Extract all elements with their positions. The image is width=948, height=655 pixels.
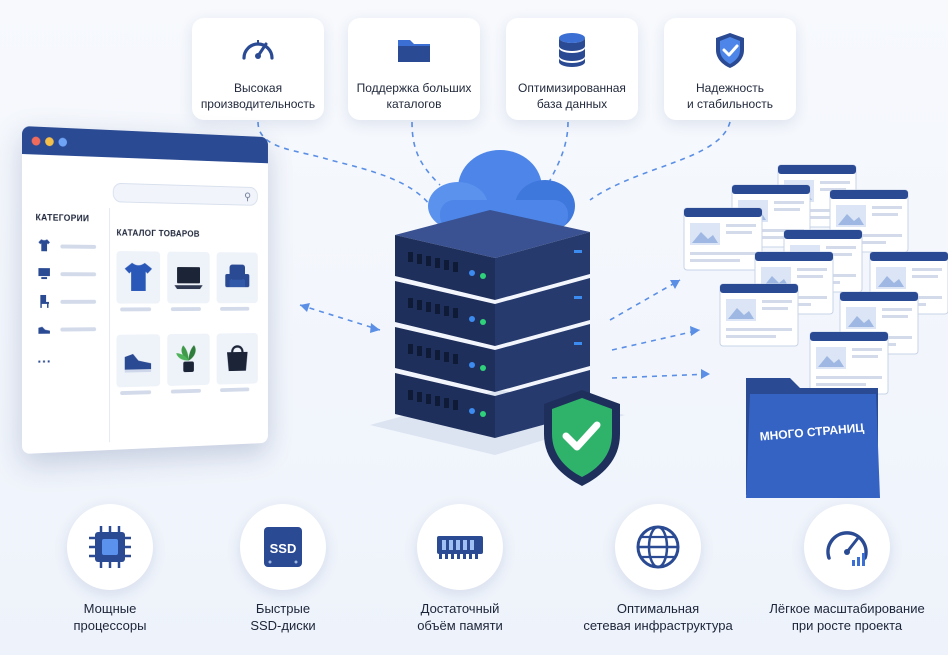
product-card-plant[interactable] [167,333,210,386]
ssd-icon: SSD [264,527,302,567]
window-maximize-dot [58,137,68,147]
feature-label: Поддержка больших каталогов [356,81,472,111]
categories-title: КАТЕГОРИИ [35,212,90,224]
globe-icon [636,525,680,569]
product-card-laptop[interactable] [167,251,210,304]
sneaker-icon [38,326,50,334]
store-window: ⚲ КАТЕГОРИИ ... КАТАЛОГ ТОВАРОВ [22,126,268,454]
tshirt-icon [38,239,50,252]
spec-scaling: Лёгкое масштабирование при росте проекта [762,504,932,634]
pages-folder-icon [746,378,880,498]
feature-card-catalogs: Поддержка больших каталогов [348,18,480,120]
shield-check-icon [716,33,744,68]
handbag-icon [227,341,248,372]
category-item-chair[interactable] [37,294,103,310]
scaling-gauge-icon [826,531,868,566]
spec-label: Мощные процессоры [73,601,147,633]
spec-label: Лёгкое масштабирование при росте проекта [769,601,925,633]
search-input[interactable]: ⚲ [112,182,258,206]
spec-label: Оптимальная сетевая инфраструктура [583,601,733,633]
category-item-sneaker[interactable] [37,321,103,338]
search-icon: ⚲ [244,191,252,203]
page-stack-illustration [683,164,948,498]
database-icon [559,33,585,67]
cpu-icon [89,526,131,568]
svg-text:SSD: SSD [270,541,297,556]
ram-icon [437,536,483,559]
plant-icon [176,345,196,373]
category-item-monitor[interactable] [37,266,103,282]
tshirt-icon [124,262,153,291]
monitor-icon [38,268,50,280]
more-dots-icon: ... [37,349,52,366]
spec-ssd: SSD Быстрые SSD-диски [198,504,368,634]
window-close-dot [31,136,41,146]
product-card-sneaker[interactable] [116,334,161,388]
catalog-title: КАТАЛОГ ТОВАРОВ [116,227,200,239]
feature-label: Надежность и стабильность [687,81,773,111]
category-item-tshirt[interactable] [37,238,103,255]
feature-label: Высокая производительность [200,81,316,111]
server-illustration [370,150,625,486]
spec-label: Достаточный объём памяти [417,601,503,633]
product-card-handbag[interactable] [216,332,258,385]
product-card-tshirt[interactable] [116,251,161,304]
category-item-more[interactable]: ... [37,349,103,366]
armchair-icon [225,264,250,288]
feature-card-performance: Высокая производительность [192,18,324,120]
laptop-icon [174,267,203,290]
sneaker-icon [124,353,152,373]
feature-label: Оптимизированная база данных [518,81,626,111]
feature-card-reliability: Надежность и стабильность [664,18,796,120]
feature-card-database: Оптимизированная база данных [506,18,638,120]
spec-network: Оптимальная сетевая инфраструктура [573,504,743,634]
spec-processors: Мощные процессоры [25,504,195,634]
chair-icon [40,294,49,308]
window-minimize-dot [45,136,54,147]
security-shield-icon [544,390,620,486]
spec-memory: Достаточный объём памяти [375,504,545,634]
speedometer-icon [242,40,274,60]
folder-icon [398,40,430,62]
spec-label: Быстрые SSD-диски [250,601,316,633]
product-card-armchair[interactable] [216,252,258,304]
